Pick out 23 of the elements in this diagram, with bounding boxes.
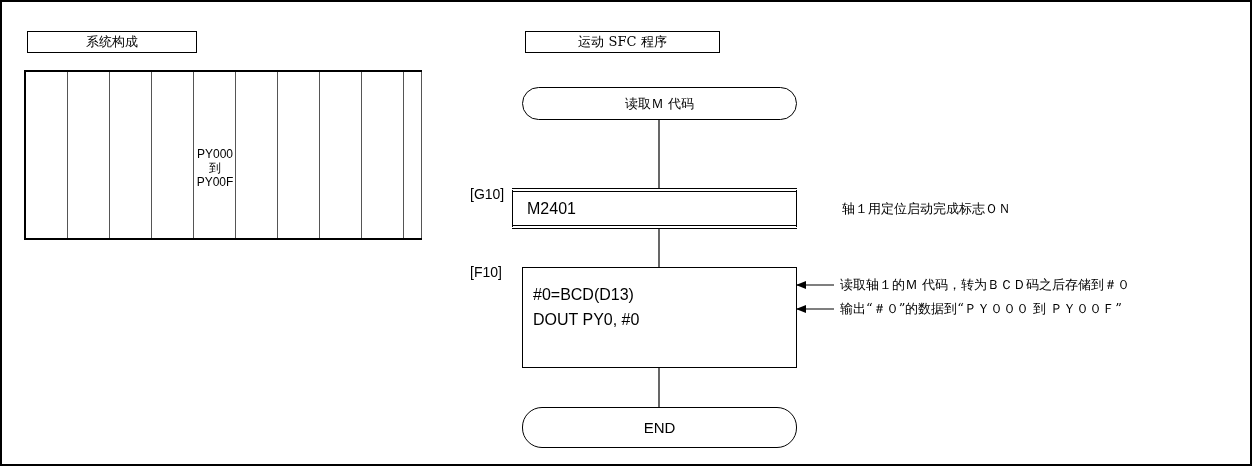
step-number: [F10] — [470, 264, 502, 280]
arrow — [796, 305, 835, 313]
connector-line — [658, 228, 660, 268]
connector-line — [658, 367, 660, 408]
terminal-text: END — [643, 419, 676, 436]
transition-box — [512, 188, 797, 229]
terminal-text: 读取Ｍ 代码 — [624, 94, 695, 113]
arrow — [796, 281, 835, 289]
program-text: M2401 — [527, 199, 576, 218]
program-text: #0=BCD(D13) — [533, 285, 634, 305]
slot-label: PY000 到 PY00F — [195, 147, 235, 189]
section-title: 系统构成 — [86, 33, 138, 51]
program-text: DOUT PY0, #0 — [533, 310, 640, 330]
step-box — [522, 267, 797, 368]
section-title-box — [27, 31, 197, 53]
terminal-box — [522, 407, 797, 448]
comment-text: 读取轴１的Ｍ 代码，转为ＢＣＤ码之后存储到＃０ — [840, 276, 1240, 294]
connector-line — [658, 119, 660, 189]
section-title: 运动 SFC 程序 — [578, 33, 667, 51]
comment-text: 轴１用定位启动完成标志ＯＮ — [842, 200, 1011, 218]
section-title-box — [525, 31, 720, 53]
comment-text: 输出“＃０”的数据到“ＰＹ０００ 到 ＰＹ００Ｆ” — [840, 300, 1240, 318]
step-number: [G10] — [470, 186, 505, 202]
